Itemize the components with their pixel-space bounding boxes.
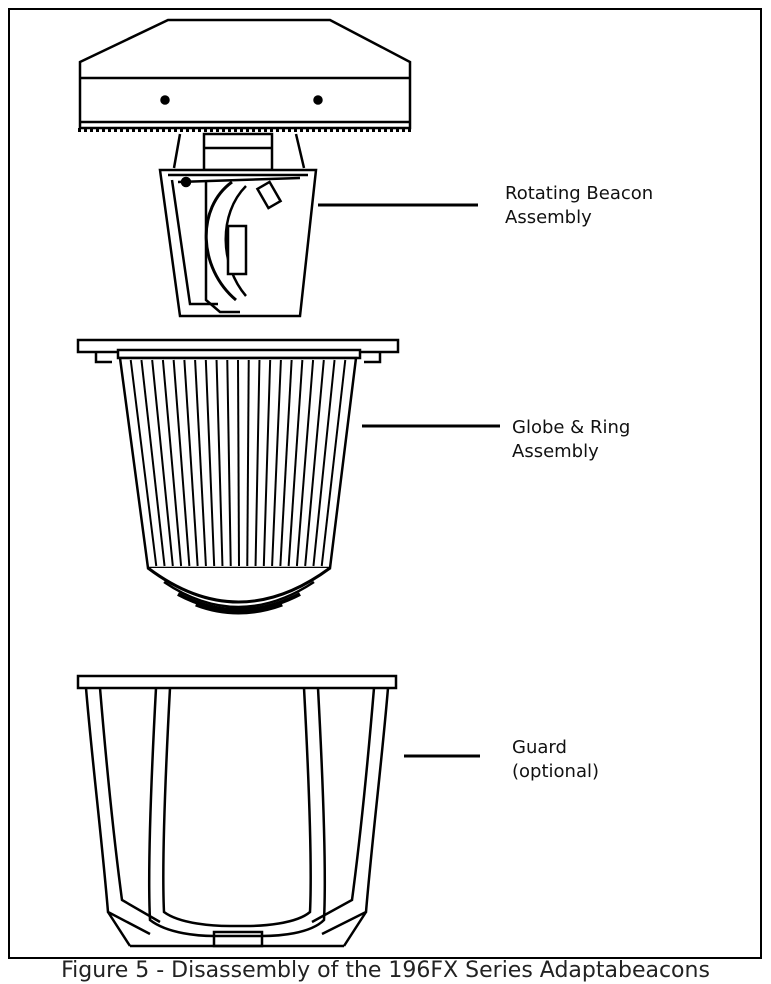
guard-label: Guard (optional) bbox=[512, 736, 599, 784]
globe-label-line-1: Globe & Ring bbox=[512, 417, 631, 438]
rotating-beacon-assembly-drawing bbox=[78, 18, 412, 318]
globe-and-ring-assembly-drawing bbox=[76, 338, 400, 615]
guard-label-line-2: (optional) bbox=[512, 761, 599, 782]
figure-frame bbox=[8, 8, 762, 959]
beacon-label-line-1: Rotating Beacon bbox=[505, 183, 654, 204]
globe-label-line-2: Assembly bbox=[512, 441, 599, 462]
beacon-label: Rotating Beacon Assembly bbox=[505, 182, 653, 230]
guard-label-line-1: Guard bbox=[512, 737, 567, 758]
globe-label: Globe & Ring Assembly bbox=[512, 416, 630, 464]
beacon-label-line-2: Assembly bbox=[505, 207, 592, 228]
guard-drawing bbox=[76, 674, 398, 948]
figure-caption: Figure 5 - Disassembly of the 196FX Seri… bbox=[61, 958, 710, 983]
